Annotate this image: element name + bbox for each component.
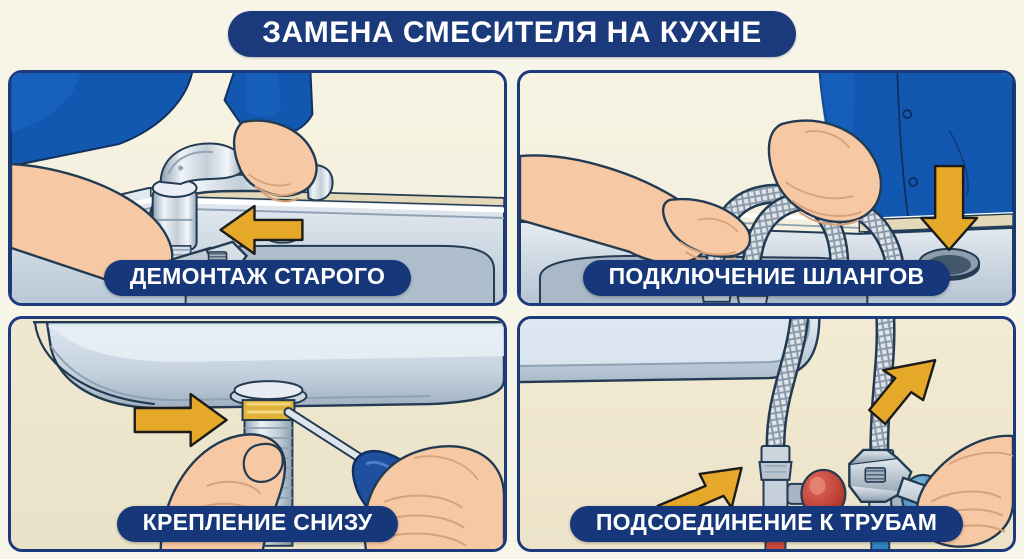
illustration-demolition (11, 73, 504, 303)
step-panel-2[interactable]: ПОДКЛЮЧЕНИЕ ШЛАНГОВ (517, 70, 1016, 306)
arrow-left-icon (219, 204, 304, 256)
title-pill: ЗАМЕНА СМЕСИТЕЛЯ НА КУХНЕ (228, 11, 796, 57)
scene-svg-3 (11, 319, 504, 549)
braided-hoses (765, 319, 896, 460)
illustration-hose-connection (520, 73, 1013, 303)
left-hand (662, 197, 752, 258)
shirt-button (902, 109, 913, 120)
cold-water-pipe (870, 516, 891, 549)
right-hand (767, 119, 883, 226)
illustration-pipe-connection (520, 319, 1013, 549)
steps-grid: ДЕМОНТАЖ СТАРОГО (8, 70, 1016, 552)
scene-svg-2 (520, 73, 1013, 303)
title-bar: ЗАМЕНА СМЕСИТЕЛЯ НА КУХНЕ (0, 8, 1024, 60)
step-panel-3[interactable]: КРЕПЛЕНИЕ СНИЗУ (8, 316, 507, 552)
step-panel-4[interactable]: ПОДСОЕДИНЕНИЕ К ТРУБАМ (517, 316, 1016, 552)
right-hand (363, 444, 504, 549)
shirt-button (908, 177, 919, 188)
hot-water-pipe (764, 512, 787, 549)
arrow-right-icon (133, 392, 228, 448)
arrow-down-icon (919, 164, 979, 252)
hot-valve-handle (800, 468, 847, 519)
right-hand (232, 119, 318, 203)
scene-svg-4 (520, 319, 1013, 549)
illustration-underside-fixing (11, 319, 504, 549)
page-title: ЗАМЕНА СМЕСИТЕЛЯ НА КУХНЕ (262, 16, 762, 49)
hose-fitting (736, 282, 769, 303)
arrow-down-left-icon (868, 358, 937, 426)
step-panel-1[interactable]: ДЕМОНТАЖ СТАРОГО (8, 70, 507, 306)
scene-svg-1 (11, 73, 504, 303)
hose-fitting (700, 274, 733, 303)
thumb (242, 442, 284, 483)
